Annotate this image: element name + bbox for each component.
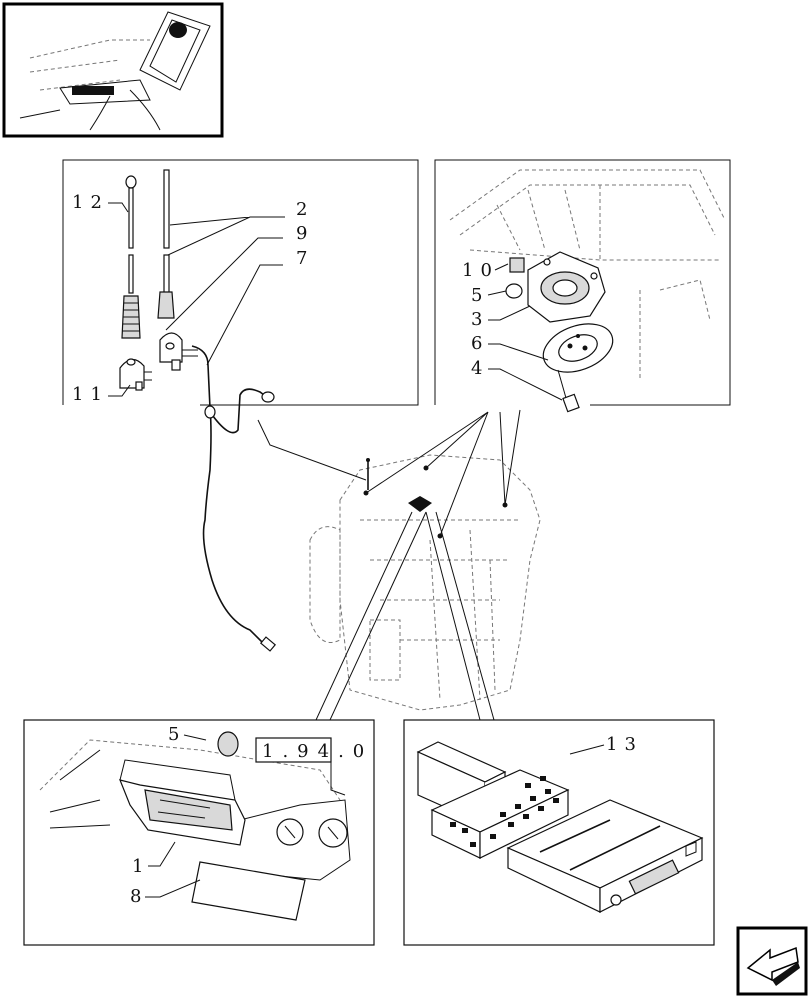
callout-13: 13: [606, 734, 643, 755]
antenna-rod-2: [157, 169, 175, 319]
callout-5-speaker: 5: [471, 285, 489, 306]
panel-speaker: [434, 159, 731, 413]
reference-box-frame: [255, 737, 332, 763]
speaker-grille-6: [542, 323, 614, 373]
panel-antenna: [62, 159, 419, 652]
antenna-base-11: [119, 358, 152, 391]
callout-9: 9: [296, 223, 314, 244]
panel-console: [23, 719, 375, 946]
radio-bracket-13: [416, 741, 570, 859]
antenna-base-9: [159, 332, 198, 371]
callout-5-console: 5: [168, 724, 186, 745]
callout-8: 8: [130, 886, 148, 907]
speaker-housing-3: [527, 251, 606, 323]
locator-thumbnail: [2, 2, 224, 138]
screw-4: [557, 369, 580, 413]
reference-box-label: 1.94.0: [262, 741, 373, 762]
cab-roof-locator-icon: [19, 11, 211, 131]
callout-2: 2: [296, 199, 314, 220]
callout-1: 1: [132, 856, 150, 877]
cap-5: [217, 731, 239, 757]
callout-3: 3: [471, 309, 489, 330]
grommet-5: [505, 283, 523, 299]
next-page-arrow-icon[interactable]: [736, 926, 808, 996]
radio-unit: [506, 799, 704, 913]
ashtray-1: [119, 759, 246, 846]
callout-11: 11: [72, 384, 109, 405]
antenna-cable-7: [191, 345, 277, 652]
dial-knob: [276, 818, 348, 848]
callout-10: 10: [462, 260, 499, 281]
callout-6: 6: [471, 333, 489, 354]
callout-4: 4: [471, 358, 489, 379]
cab-overview: [257, 409, 541, 721]
callout-7: 7: [296, 248, 314, 269]
cover-8: [191, 861, 306, 921]
clip-10: [509, 257, 525, 273]
callout-12: 12: [72, 192, 109, 213]
panel-radio: [403, 719, 715, 946]
antenna-whip-12: [121, 175, 141, 339]
